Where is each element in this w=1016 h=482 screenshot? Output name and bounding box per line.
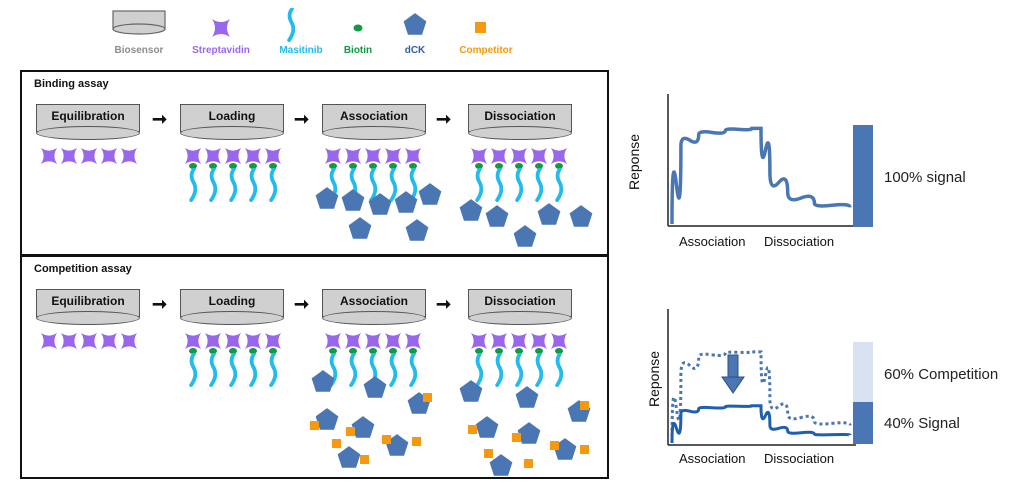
step-arrow-icon: ➞ — [436, 109, 452, 129]
chart-bottom-xlabel-association: Association — [679, 451, 746, 466]
binding-curve — [670, 126, 852, 225]
competition-sensor-dissociation: Dissociation — [468, 289, 572, 325]
binding-assay-panel: Binding assay Equilibration ➞ Loading ➞ … — [20, 70, 609, 256]
binding-sensor-dissociation: Dissociation — [468, 104, 572, 140]
binding-sensor-association: Association — [322, 104, 426, 140]
chart-top-xlabel-dissociation: Dissociation — [764, 234, 835, 249]
binding-step-label: Loading — [208, 109, 256, 123]
competition-step-label: Equilibration — [51, 294, 125, 308]
competition-assay-panel: Competition assay Equilibration ➞ Loadin… — [20, 255, 609, 479]
competition-sensor-equilibration: Equilibration — [36, 289, 140, 325]
competition-bar-60 — [853, 342, 873, 402]
uncompeted-curve — [670, 350, 852, 444]
competition-association — [310, 332, 432, 468]
biotin-icon — [353, 24, 363, 32]
chart-top-xlabel-association: Association — [679, 234, 746, 249]
binding-assay-title: Binding assay — [34, 78, 109, 90]
competitor-icon — [475, 22, 486, 33]
competed-curve — [670, 404, 852, 444]
step-arrow-icon: ➞ — [152, 294, 168, 314]
down-arrow-icon — [721, 354, 745, 394]
dck-icon — [403, 13, 427, 35]
binding-step-label: Association — [339, 109, 408, 123]
binding-sensor-loading: Loading — [180, 104, 284, 140]
binding-chart-plot — [667, 94, 856, 227]
competition-step-label: Loading — [208, 294, 256, 308]
signal-bar-40-label: 40% Signal — [884, 415, 960, 432]
association-dck-binding — [315, 147, 442, 241]
binding-step-label: Equilibration — [51, 109, 125, 123]
legend-streptavidin-label: Streptavidin — [192, 45, 250, 56]
legend-masitinib-label: Masitinib — [279, 45, 323, 56]
legend-biotin-label: Biotin — [343, 45, 373, 56]
legend-biosensor-label: Biosensor — [114, 45, 164, 56]
binding-step-label: Dissociation — [484, 109, 556, 123]
competition-sensor-association: Association — [322, 289, 426, 325]
legend-competitor-label: Competitor — [459, 45, 513, 56]
competition-bar-label: 60% Competition — [884, 366, 999, 383]
loaded-ligands — [184, 332, 282, 387]
competition-assay-title: Competition assay — [34, 263, 132, 275]
step-arrow-icon: ➞ — [294, 294, 310, 314]
binding-sensor-equilibration: Equilibration — [36, 104, 140, 140]
dissociation-dck — [459, 147, 593, 247]
competition-step-label: Association — [339, 294, 408, 308]
step-arrow-icon: ➞ — [294, 109, 310, 129]
biosensor-icon — [112, 10, 166, 35]
chart-top-ylabel: Reponse — [626, 133, 642, 190]
loaded-ligands — [184, 147, 282, 202]
signal-bar-100 — [853, 125, 873, 227]
competition-chart-plot — [667, 309, 856, 446]
competition-step-label: Dissociation — [484, 294, 556, 308]
signal-bar-40 — [853, 402, 873, 444]
step-arrow-icon: ➞ — [436, 294, 452, 314]
streptavidin-icon — [212, 19, 230, 37]
competition-dissociation — [459, 332, 591, 476]
signal-bar-100-label: 100% signal — [884, 169, 966, 186]
streptavidin-row — [40, 147, 138, 165]
competition-sensor-loading: Loading — [180, 289, 284, 325]
step-arrow-icon: ➞ — [152, 109, 168, 129]
streptavidin-row — [40, 332, 138, 350]
masitinib-icon — [287, 8, 296, 42]
legend-dck-label: dCK — [404, 45, 426, 56]
chart-bottom-xlabel-dissociation: Dissociation — [764, 451, 835, 466]
